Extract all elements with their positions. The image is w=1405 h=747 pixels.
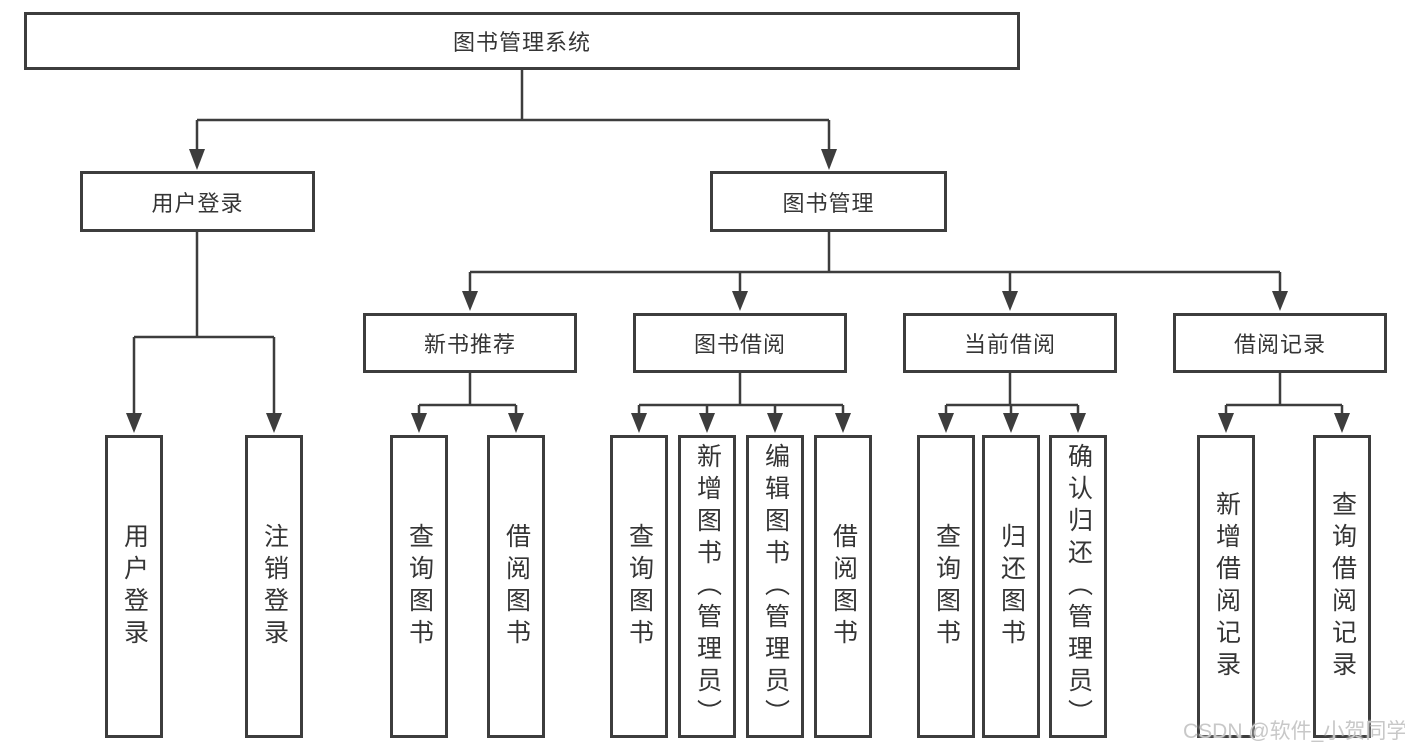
leaf-confirm-return-admin-label: 确认归还（管理员） <box>1064 442 1093 731</box>
leaf-confirm-return-admin: 确认归还（管理员） <box>1049 435 1107 738</box>
edge-record-to-leaves <box>1224 373 1344 414</box>
node-current-borrow: 当前借阅 <box>903 313 1117 373</box>
leaf-query-borrow-record-label: 查询借阅记录 <box>1328 490 1357 683</box>
leaf-add-book-admin: 新增图书（管理员） <box>678 435 736 738</box>
leaf-borrow-book-label: 借阅图书 <box>829 522 858 651</box>
edge-mgmt-to-level3 <box>468 232 1282 292</box>
leaf-add-borrow-record: 新增借阅记录 <box>1197 435 1255 738</box>
node-user-login: 用户登录 <box>80 171 315 232</box>
node-borrow-record: 借阅记录 <box>1173 313 1387 373</box>
edge-newbook-to-leaves <box>417 373 518 414</box>
edge-login-to-leaves <box>132 232 276 414</box>
csdn-watermark: CSDN @软件_小贺同学 <box>1183 720 1405 743</box>
arrowheads <box>126 149 1350 433</box>
leaf-user-login-label: 用户登录 <box>120 522 149 651</box>
leaf-newbook-query-book: 查询图书 <box>390 435 448 738</box>
leaf-query-borrow-record: 查询借阅记录 <box>1313 435 1371 738</box>
node-book-borrow-label: 图书借阅 <box>693 332 786 357</box>
leaf-borrow-query-book: 查询图书 <box>610 435 668 738</box>
node-current-borrow-label: 当前借阅 <box>963 332 1056 357</box>
node-new-book-recommend-label: 新书推荐 <box>423 332 516 357</box>
leaf-newbook-borrow-book: 借阅图书 <box>487 435 545 738</box>
leaf-borrow-query-book-label: 查询图书 <box>625 522 654 651</box>
leaf-current-query-book-label: 查询图书 <box>932 522 961 651</box>
node-root: 图书管理系统 <box>24 12 1020 70</box>
node-borrow-record-label: 借阅记录 <box>1233 332 1326 357</box>
leaf-add-borrow-record-label: 新增借阅记录 <box>1212 490 1241 683</box>
leaf-newbook-borrow-book-label: 借阅图书 <box>502 522 531 651</box>
edge-root-to-level2 <box>195 70 831 151</box>
leaf-return-book: 归还图书 <box>982 435 1040 738</box>
leaf-borrow-book: 借阅图书 <box>814 435 872 738</box>
leaf-current-query-book: 查询图书 <box>917 435 975 738</box>
leaf-edit-book-admin-label: 编辑图书（管理员） <box>761 442 790 731</box>
node-user-login-label: 用户登录 <box>151 190 244 216</box>
leaf-return-book-label: 归还图书 <box>997 522 1026 651</box>
leaf-user-login: 用户登录 <box>105 435 163 738</box>
node-root-label: 图书管理系统 <box>452 30 591 55</box>
leaf-newbook-query-book-label: 查询图书 <box>405 522 434 651</box>
node-new-book-recommend: 新书推荐 <box>363 313 577 373</box>
node-book-borrow: 图书借阅 <box>633 313 847 373</box>
leaf-edit-book-admin: 编辑图书（管理员） <box>746 435 804 738</box>
leaf-add-book-admin-label: 新增图书（管理员） <box>693 442 722 731</box>
node-book-management-label: 图书管理 <box>782 190 875 216</box>
node-book-management: 图书管理 <box>710 171 947 232</box>
edge-borrow-to-leaves <box>637 373 845 414</box>
leaf-logout: 注销登录 <box>245 435 303 738</box>
leaf-logout-label: 注销登录 <box>260 522 289 651</box>
edge-current-to-leaves <box>944 373 1080 414</box>
